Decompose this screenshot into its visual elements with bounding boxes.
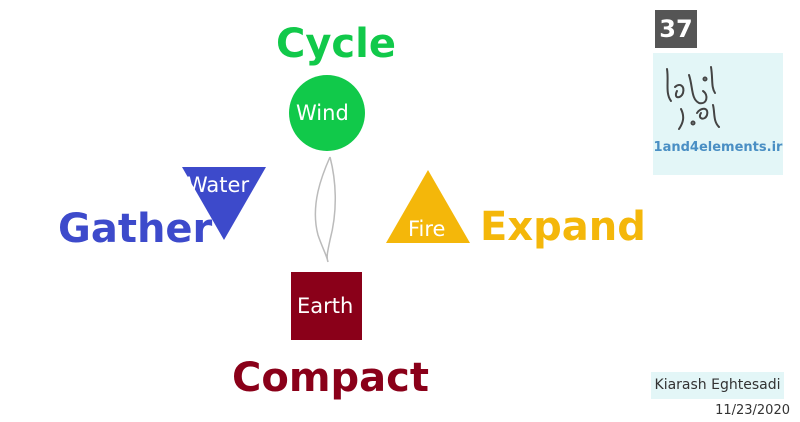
date-text: 11/23/2020 (715, 403, 790, 418)
website-link[interactable]: 1and4elements.ir (653, 140, 783, 155)
compact-label: Compact (232, 355, 429, 401)
earth-square (291, 272, 362, 340)
expand-label: Expand (480, 204, 646, 250)
earth-label: Earth (297, 294, 354, 318)
wind-circle (289, 75, 365, 151)
logo-panel: 1and4elements.ir (653, 53, 783, 175)
wind-label: Wind (296, 101, 349, 125)
calligraphy-logo-icon (666, 66, 720, 130)
water-label: Water (187, 173, 250, 197)
author-name: Kiarash Eghtesadi (651, 372, 784, 399)
water-triangle (182, 167, 266, 240)
fire-label: Fire (408, 217, 446, 241)
slide-number-badge: 37 (655, 10, 697, 48)
cycle-label: Cycle (276, 21, 396, 67)
fire-triangle (386, 170, 470, 243)
gather-label: Gather (58, 206, 213, 252)
stem-sketch (314, 156, 336, 263)
